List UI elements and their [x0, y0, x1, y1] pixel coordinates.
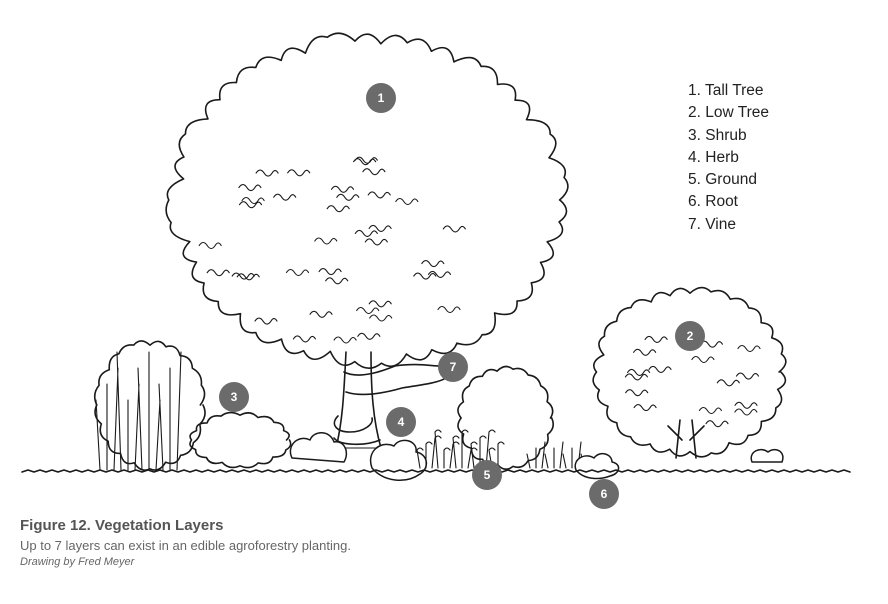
badge-circle: [366, 83, 396, 113]
legend-label: Root: [705, 193, 738, 211]
caption-credit: Drawing by Fred Meyer: [20, 556, 135, 568]
badge-number: 1: [378, 91, 385, 105]
badge-number: 5: [484, 468, 491, 482]
layer-badge: 5: [472, 460, 502, 490]
caption-title: Figure 12. Vegetation Layers: [20, 517, 224, 534]
layer-badge: 2: [675, 321, 705, 351]
badge-number: 2: [687, 329, 694, 343]
figure-caption: Figure 12. Vegetation Layers Up to 7 lay…: [20, 517, 620, 568]
badge-circle: [472, 460, 502, 490]
legend-label: Herb: [705, 148, 739, 166]
badge-number: 6: [601, 487, 608, 501]
legend-item: 2. Low Tree: [688, 102, 769, 124]
low-tree: [592, 286, 787, 459]
legend-number: 1.: [688, 82, 701, 99]
layer-badge: 1: [366, 83, 396, 113]
layer-badge: 7: [438, 352, 468, 382]
legend-item: 7. Vine: [688, 214, 769, 236]
badge-number: 7: [450, 360, 457, 374]
tall-tree: [165, 32, 569, 449]
legend-number: 3.: [688, 126, 701, 144]
legend-label: Tall Tree: [704, 82, 764, 99]
legend-item: 4. Herb: [688, 147, 769, 169]
layer-badge: 4: [386, 407, 416, 437]
badge-number: 4: [398, 415, 405, 429]
layer-badge: 3: [219, 382, 249, 412]
legend-number: 4.: [688, 148, 701, 166]
badge-circle: [438, 352, 468, 382]
caption-subtitle: Up to 7 layers can exist in an edible ag…: [20, 538, 351, 553]
badge-number: 3: [231, 390, 238, 404]
badge-circle: [219, 382, 249, 412]
legend-label: Vine: [705, 215, 736, 233]
badge-circle: [386, 407, 416, 437]
legend-number: 5.: [688, 171, 701, 189]
ground-line: [21, 469, 851, 473]
legend-item: 1. Tall Tree: [688, 80, 769, 102]
legend-label: Low Tree: [705, 104, 770, 122]
legend-label: Ground: [705, 171, 757, 189]
badge-circle: [589, 479, 619, 509]
legend-number: 7.: [688, 215, 701, 233]
legend-label: Shrub: [705, 126, 747, 144]
layer-badge: 6: [589, 479, 619, 509]
legend-item: 5. Ground: [688, 169, 769, 191]
legend-item: 3. Shrub: [688, 125, 769, 147]
legend-number: 6.: [688, 193, 701, 211]
badge-circle: [675, 321, 705, 351]
legend-item: 6. Root: [688, 191, 769, 213]
legend-number: 2.: [688, 104, 701, 122]
